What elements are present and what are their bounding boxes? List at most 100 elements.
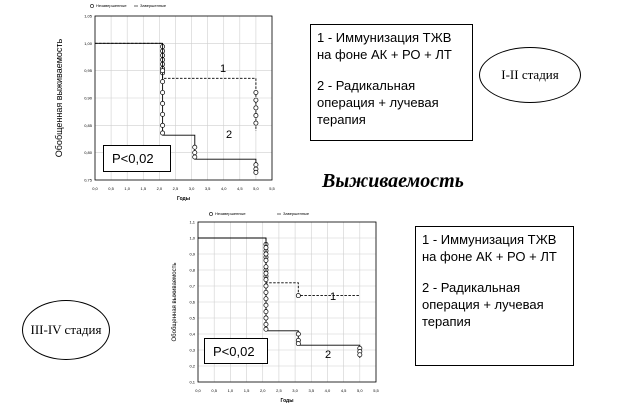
censored-marker: [253, 162, 259, 168]
censored-marker: [263, 309, 269, 315]
x-tick-label: 3,0: [292, 388, 298, 393]
legend-label: Незавершенные: [96, 3, 127, 8]
p-value-2: P<0,02: [213, 343, 255, 359]
stage-ellipse-1: I-II стадия: [479, 47, 581, 103]
x-tick-label: 0,5: [108, 186, 114, 191]
series-line-2: [198, 237, 361, 358]
p-value-box-2: P<0,02: [204, 338, 268, 364]
censored-marker: [263, 302, 269, 308]
legend-line: на фоне АК + РО + ЛТ: [317, 47, 452, 62]
x-tick-label: 0,5: [211, 388, 217, 393]
x-tick-label: 1,5: [244, 388, 250, 393]
y-tick-label: 0,85: [84, 123, 93, 128]
x-tick-label: 3,5: [308, 388, 314, 393]
x-tick-label: 4,5: [341, 388, 347, 393]
censored-marker: [263, 321, 269, 327]
censored-marker: [160, 68, 166, 74]
x-tick-label: 4,0: [325, 388, 331, 393]
stage-label-1: I-II стадия: [501, 67, 559, 82]
x-axis-label: Годы: [280, 398, 293, 404]
plot-frame: [94, 15, 273, 181]
censored-marker: [263, 315, 269, 321]
y-tick-label: 1,0: [189, 236, 195, 241]
censored-marker: [160, 130, 166, 136]
censored-marker: [253, 105, 259, 111]
x-tick-label: 2,0: [260, 388, 266, 393]
x-tick-label: 1,0: [228, 388, 234, 393]
legend-label: Незавершенные: [215, 211, 246, 216]
stage-label-2: III-IV стадия: [30, 322, 102, 337]
legend-box-1: 1 - Иммунизация ТЖВ на фоне АК + РО + ЛТ…: [310, 24, 473, 141]
x-tick-label: 2,5: [276, 388, 282, 393]
x-tick-label: 3,0: [189, 186, 195, 191]
y-tick-label: 0,2: [189, 364, 195, 369]
censored-marker: [263, 283, 269, 289]
x-tick-label: 3,5: [205, 186, 211, 191]
x-tick-label: 1,5: [140, 186, 146, 191]
x-tick-label: 0,0: [92, 186, 98, 191]
x-tick-label: 2,5: [173, 186, 179, 191]
censored-marker: [263, 270, 269, 276]
x-tick-label: 4,5: [237, 186, 243, 191]
legend-line: 1 - Иммунизация ТЖВ: [317, 30, 452, 45]
censored-marker: [253, 120, 259, 126]
y-tick-label: 0,3: [189, 348, 195, 353]
y-axis-label: Обобщенная выживаемость: [172, 263, 178, 342]
censored-marker: [295, 331, 301, 337]
legend-line: операция + лучевая: [422, 297, 544, 312]
censored-marker: [192, 144, 198, 150]
y-axis-label: Обобщенная выживаемость: [54, 38, 64, 157]
y-tick-label: 0,9: [189, 252, 195, 257]
y-tick-label: 0,8: [189, 268, 195, 273]
legend-line: терапия: [317, 112, 366, 127]
censored-marker: [357, 352, 363, 358]
y-tick-label: 0,90: [84, 96, 93, 101]
x-tick-label: 2,0: [157, 186, 163, 191]
series-label-1: 1: [220, 63, 226, 75]
series-label-2: 2: [325, 349, 331, 361]
x-tick-label: 5,0: [357, 388, 363, 393]
x-tick-label: 5,0: [253, 186, 259, 191]
y-tick-label: 1,05: [84, 14, 93, 19]
censored-marker: [192, 154, 198, 160]
y-tick-label: 0,80: [84, 150, 93, 155]
x-tick-label: 5,5: [373, 388, 379, 393]
y-tick-label: 0,95: [84, 68, 93, 73]
censored-marker: [160, 90, 166, 95]
legend-box-2: 1 - Иммунизация ТЖВ на фоне АК + РО + ЛТ…: [415, 226, 574, 366]
y-tick-label: 1,1: [189, 220, 195, 225]
legend-label: Завершенные: [283, 211, 310, 216]
p-value-box-1: P<0,02: [103, 145, 171, 172]
legend-line: терапия: [422, 314, 471, 329]
censored-marker: [160, 79, 166, 85]
y-tick-label: 0,7: [189, 284, 195, 289]
legend-line: операция + лучевая: [317, 95, 439, 110]
x-tick-label: 0,0: [195, 388, 201, 393]
p-value-1: P<0,02: [112, 151, 154, 166]
y-tick-label: 0,75: [84, 178, 93, 183]
legend-marker-open: [90, 4, 94, 8]
censored-marker: [160, 111, 166, 117]
y-tick-label: 0,6: [189, 300, 195, 305]
censored-marker: [263, 264, 269, 270]
series-label-1: 1: [330, 291, 336, 303]
x-tick-label: 4,0: [221, 186, 227, 191]
series-label-2: 2: [226, 129, 232, 141]
y-tick-label: 0,1: [189, 380, 195, 385]
page-title: Выживаемость: [322, 170, 464, 192]
censored-marker: [160, 122, 166, 128]
censored-marker: [263, 326, 269, 332]
y-tick-label: 0,4: [189, 332, 195, 337]
x-axis-label: Годы: [177, 196, 190, 202]
censored-marker: [253, 113, 259, 118]
x-tick-label: 1,0: [124, 186, 130, 191]
censored-marker: [253, 169, 259, 175]
y-tick-label: 0,5: [189, 316, 195, 321]
x-tick-label: 5,5: [269, 186, 275, 191]
legend-label: Завершенные: [140, 3, 167, 8]
censored-marker: [295, 341, 301, 347]
censored-marker: [263, 296, 269, 302]
legend-line: 2 - Радикальная: [422, 280, 521, 295]
censored-marker: [192, 150, 198, 156]
legend-line: на фоне АК + РО + ЛТ: [422, 249, 557, 264]
